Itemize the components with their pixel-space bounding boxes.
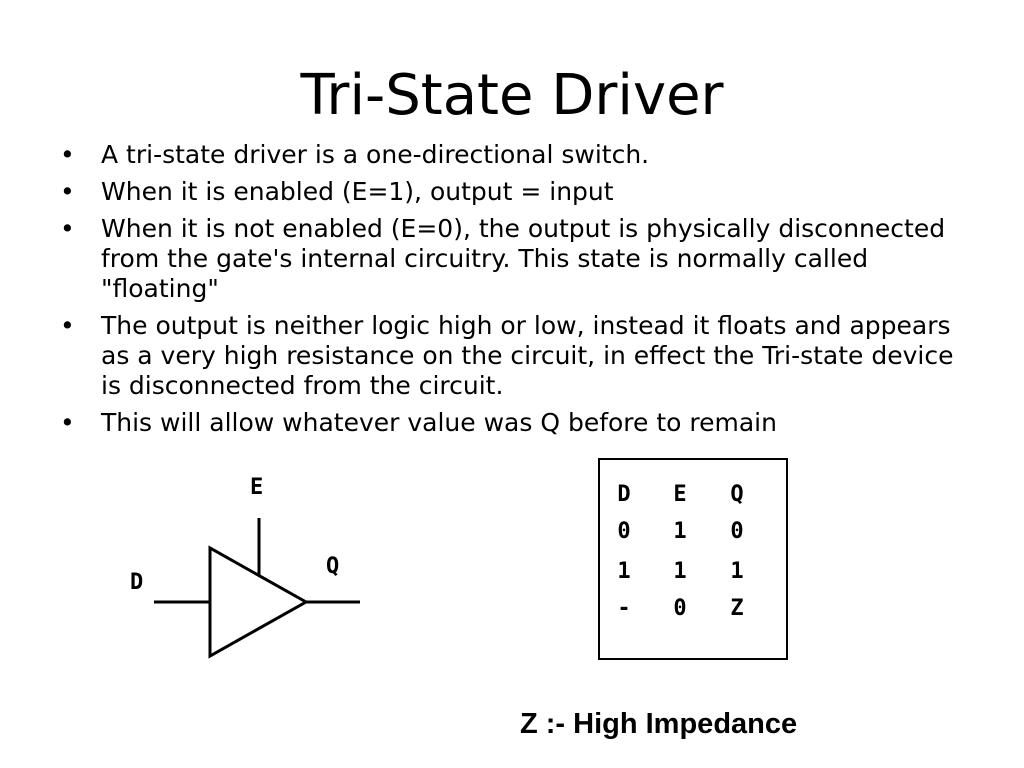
table-cell: 1 — [617, 559, 631, 584]
bullet-text: When it is not enabled (E=0), the output… — [101, 214, 946, 303]
table-row: - 0 Z — [600, 594, 786, 624]
impedance-caption: Z :- High Impedance — [520, 708, 798, 740]
bullet-dot: • — [60, 311, 75, 340]
slide-title: Tri-State Driver — [300, 63, 724, 128]
header-cell: Q — [730, 482, 744, 507]
table-header-row: D E Q — [600, 480, 786, 510]
bullet-text: The output is neither logic high or low,… — [101, 311, 954, 400]
table-cell: - — [617, 596, 631, 621]
bullet-dot: • — [60, 177, 75, 206]
bullet-text: This will allow whatever value was Q bef… — [101, 408, 777, 437]
table-cell: 0 — [730, 519, 744, 544]
table-row: 1 1 1 — [600, 557, 786, 587]
table-cell: 1 — [673, 519, 687, 544]
bullet-dot: • — [60, 408, 75, 437]
table-cell: 1 — [673, 559, 687, 584]
bullet-dot: • — [60, 214, 75, 243]
bullet-text: A tri-state driver is a one-directional … — [101, 140, 650, 169]
table-cell: 1 — [730, 559, 744, 584]
table-cell: 0 — [617, 519, 631, 544]
enable-label: E — [250, 475, 263, 500]
bullet-list: • A tri-state driver is a one-directional… — [56, 140, 966, 445]
output-label: Q — [326, 554, 339, 579]
bullet-item: • When it is enabled (E=1), output = inpu… — [56, 177, 966, 207]
table-row: 0 1 0 — [600, 517, 786, 547]
bullet-item: • When it is not enabled (E=0), the outpu… — [56, 214, 966, 304]
table-cell: 0 — [673, 596, 687, 621]
bullet-dot: • — [60, 140, 75, 169]
buffer-triangle — [208, 545, 310, 659]
table-cell: Z — [730, 596, 744, 621]
bullet-item: • This will allow whatever value was Q be… — [56, 408, 966, 438]
header-cell: D — [617, 482, 631, 507]
truth-table: D E Q 0 1 0 1 1 1 - 0 Z — [598, 458, 788, 660]
input-label: D — [130, 570, 143, 595]
tri-state-buffer-diagram: E D Q — [130, 475, 360, 659]
bullet-text: When it is enabled (E=1), output = input — [101, 177, 614, 206]
header-cell: E — [673, 482, 687, 507]
bullet-item: • The output is neither logic high or low… — [56, 311, 966, 401]
bullet-item: • A tri-state driver is a one-directional… — [56, 140, 966, 170]
